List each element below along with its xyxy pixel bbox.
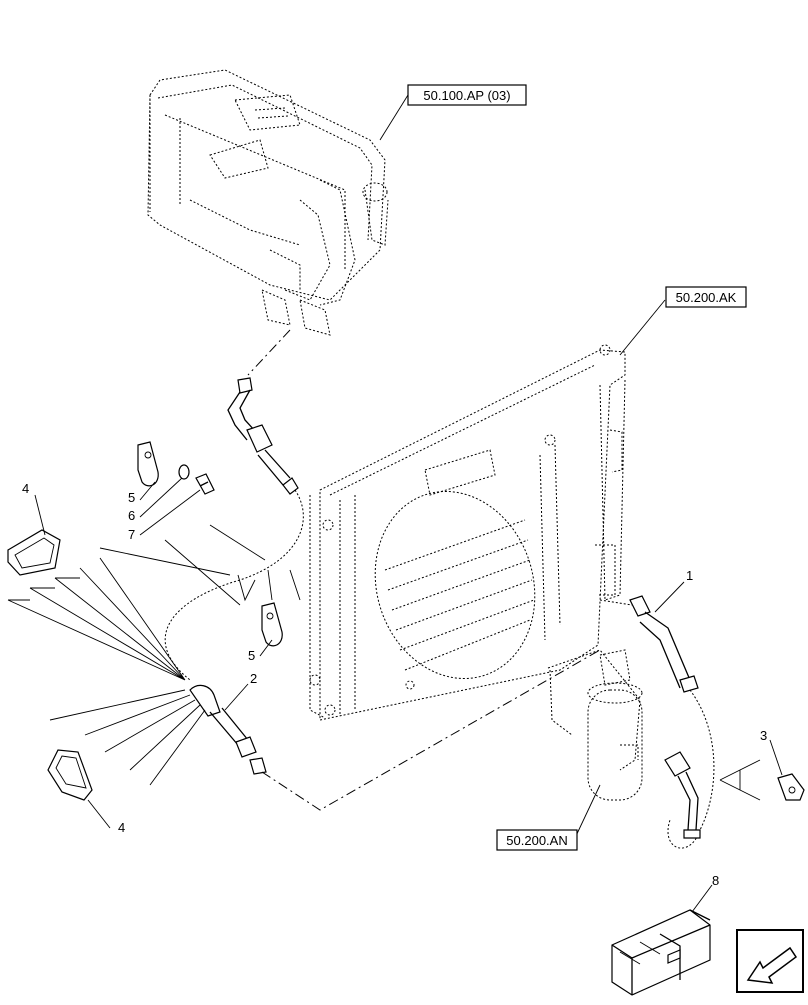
- bolt-7: [195, 473, 215, 495]
- svg-text:50.200.AK: 50.200.AK: [676, 290, 737, 305]
- hvac-unit: [147, 69, 389, 336]
- callout-2: 2: [250, 671, 257, 686]
- clamp-5-upper: [137, 441, 159, 487]
- hose-2: [189, 684, 267, 775]
- guide-lines-left: [7, 524, 301, 786]
- callout-8: 8: [712, 873, 719, 888]
- drier-hose: [664, 751, 701, 839]
- radiator: [309, 344, 626, 721]
- crate-8: [611, 909, 711, 996]
- callout-6: 6: [128, 508, 135, 523]
- svg-text:50.100.AP (03): 50.100.AP (03): [423, 88, 510, 103]
- callout-7: 7: [128, 527, 135, 542]
- clamp-3: [777, 773, 805, 801]
- callout-5-upper: 5: [128, 490, 135, 505]
- clamp-5-lower: [261, 602, 283, 647]
- hose-1: [629, 595, 699, 693]
- callout-5-lower: 5: [248, 648, 255, 663]
- callout-4-lower: 4: [118, 820, 125, 835]
- ref-tag-drier[interactable]: 50.200.AN: [496, 829, 578, 851]
- seal-4-lower: [47, 749, 93, 801]
- hose-upper: [227, 377, 299, 495]
- svg-text:50.200.AN: 50.200.AN: [506, 833, 567, 848]
- callout-4-upper: 4: [22, 481, 29, 496]
- guide-lines-right: [719, 759, 761, 801]
- callout-1: 1: [686, 568, 693, 583]
- arrow-down-left-icon[interactable]: [736, 929, 804, 993]
- washer-6: [178, 464, 190, 480]
- receiver-drier: [547, 649, 643, 801]
- seal-4-upper: [7, 529, 61, 576]
- ref-tag-top[interactable]: 50.100.AP (03): [407, 84, 527, 106]
- callout-3: 3: [760, 728, 767, 743]
- ref-tag-radiator[interactable]: 50.200.AK: [665, 286, 747, 308]
